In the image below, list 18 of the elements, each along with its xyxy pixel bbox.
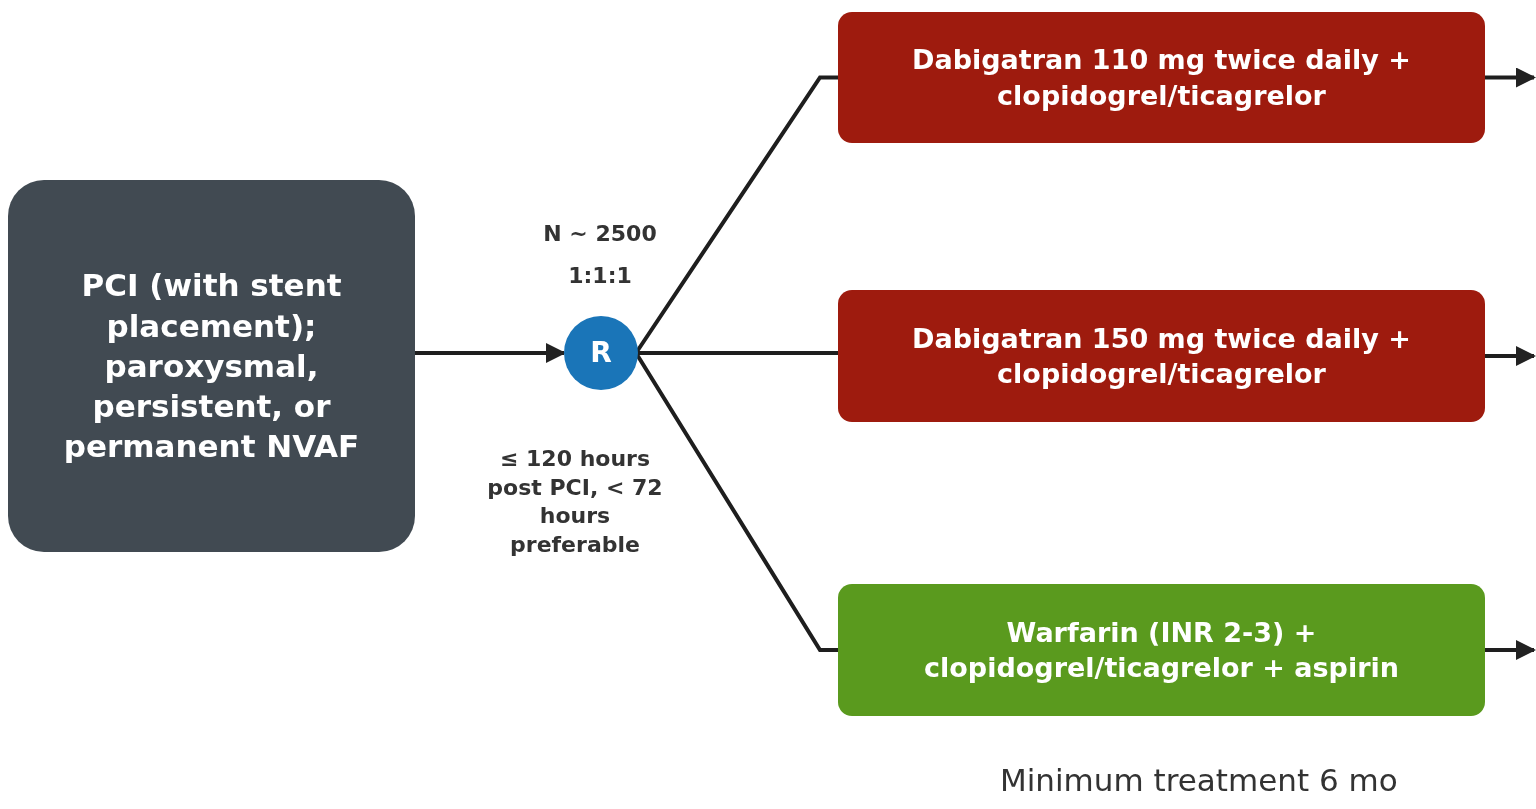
node-text: Warfarin (INR 2-3) + clopidogrel/ticagrelor + aspirin [923,615,1400,685]
treatment-arm-box [838,584,1485,716]
node-text: PCI (with stent placement); paroxysmal, persistent, or permanent NVAF [62,266,361,467]
arrow [1485,640,1536,660]
treatment-arm-box [838,12,1485,143]
node-text: Dabigatran 110 mg twice daily + clopidogrel/ticagrelor [911,43,1412,113]
node-text: Dabigatran 150 mg twice daily + clopidogrel/ticagrelor [911,321,1412,391]
note-text: Minimum treatment 6 mo [1000,762,1398,798]
connector-line [638,351,838,355]
treatment-arm-box [838,290,1485,422]
process-box [8,180,415,552]
arrow [1485,67,1536,88]
node-text: R [590,334,612,371]
annotation-text: 1:1:1 [567,262,633,290]
annotation-text: ≤ 120 hours post PCI, < 72 hours preferable [486,445,664,559]
arrow [1485,346,1536,366]
arrow [415,343,566,363]
annotation-text: N ~ 2500 [542,220,658,248]
